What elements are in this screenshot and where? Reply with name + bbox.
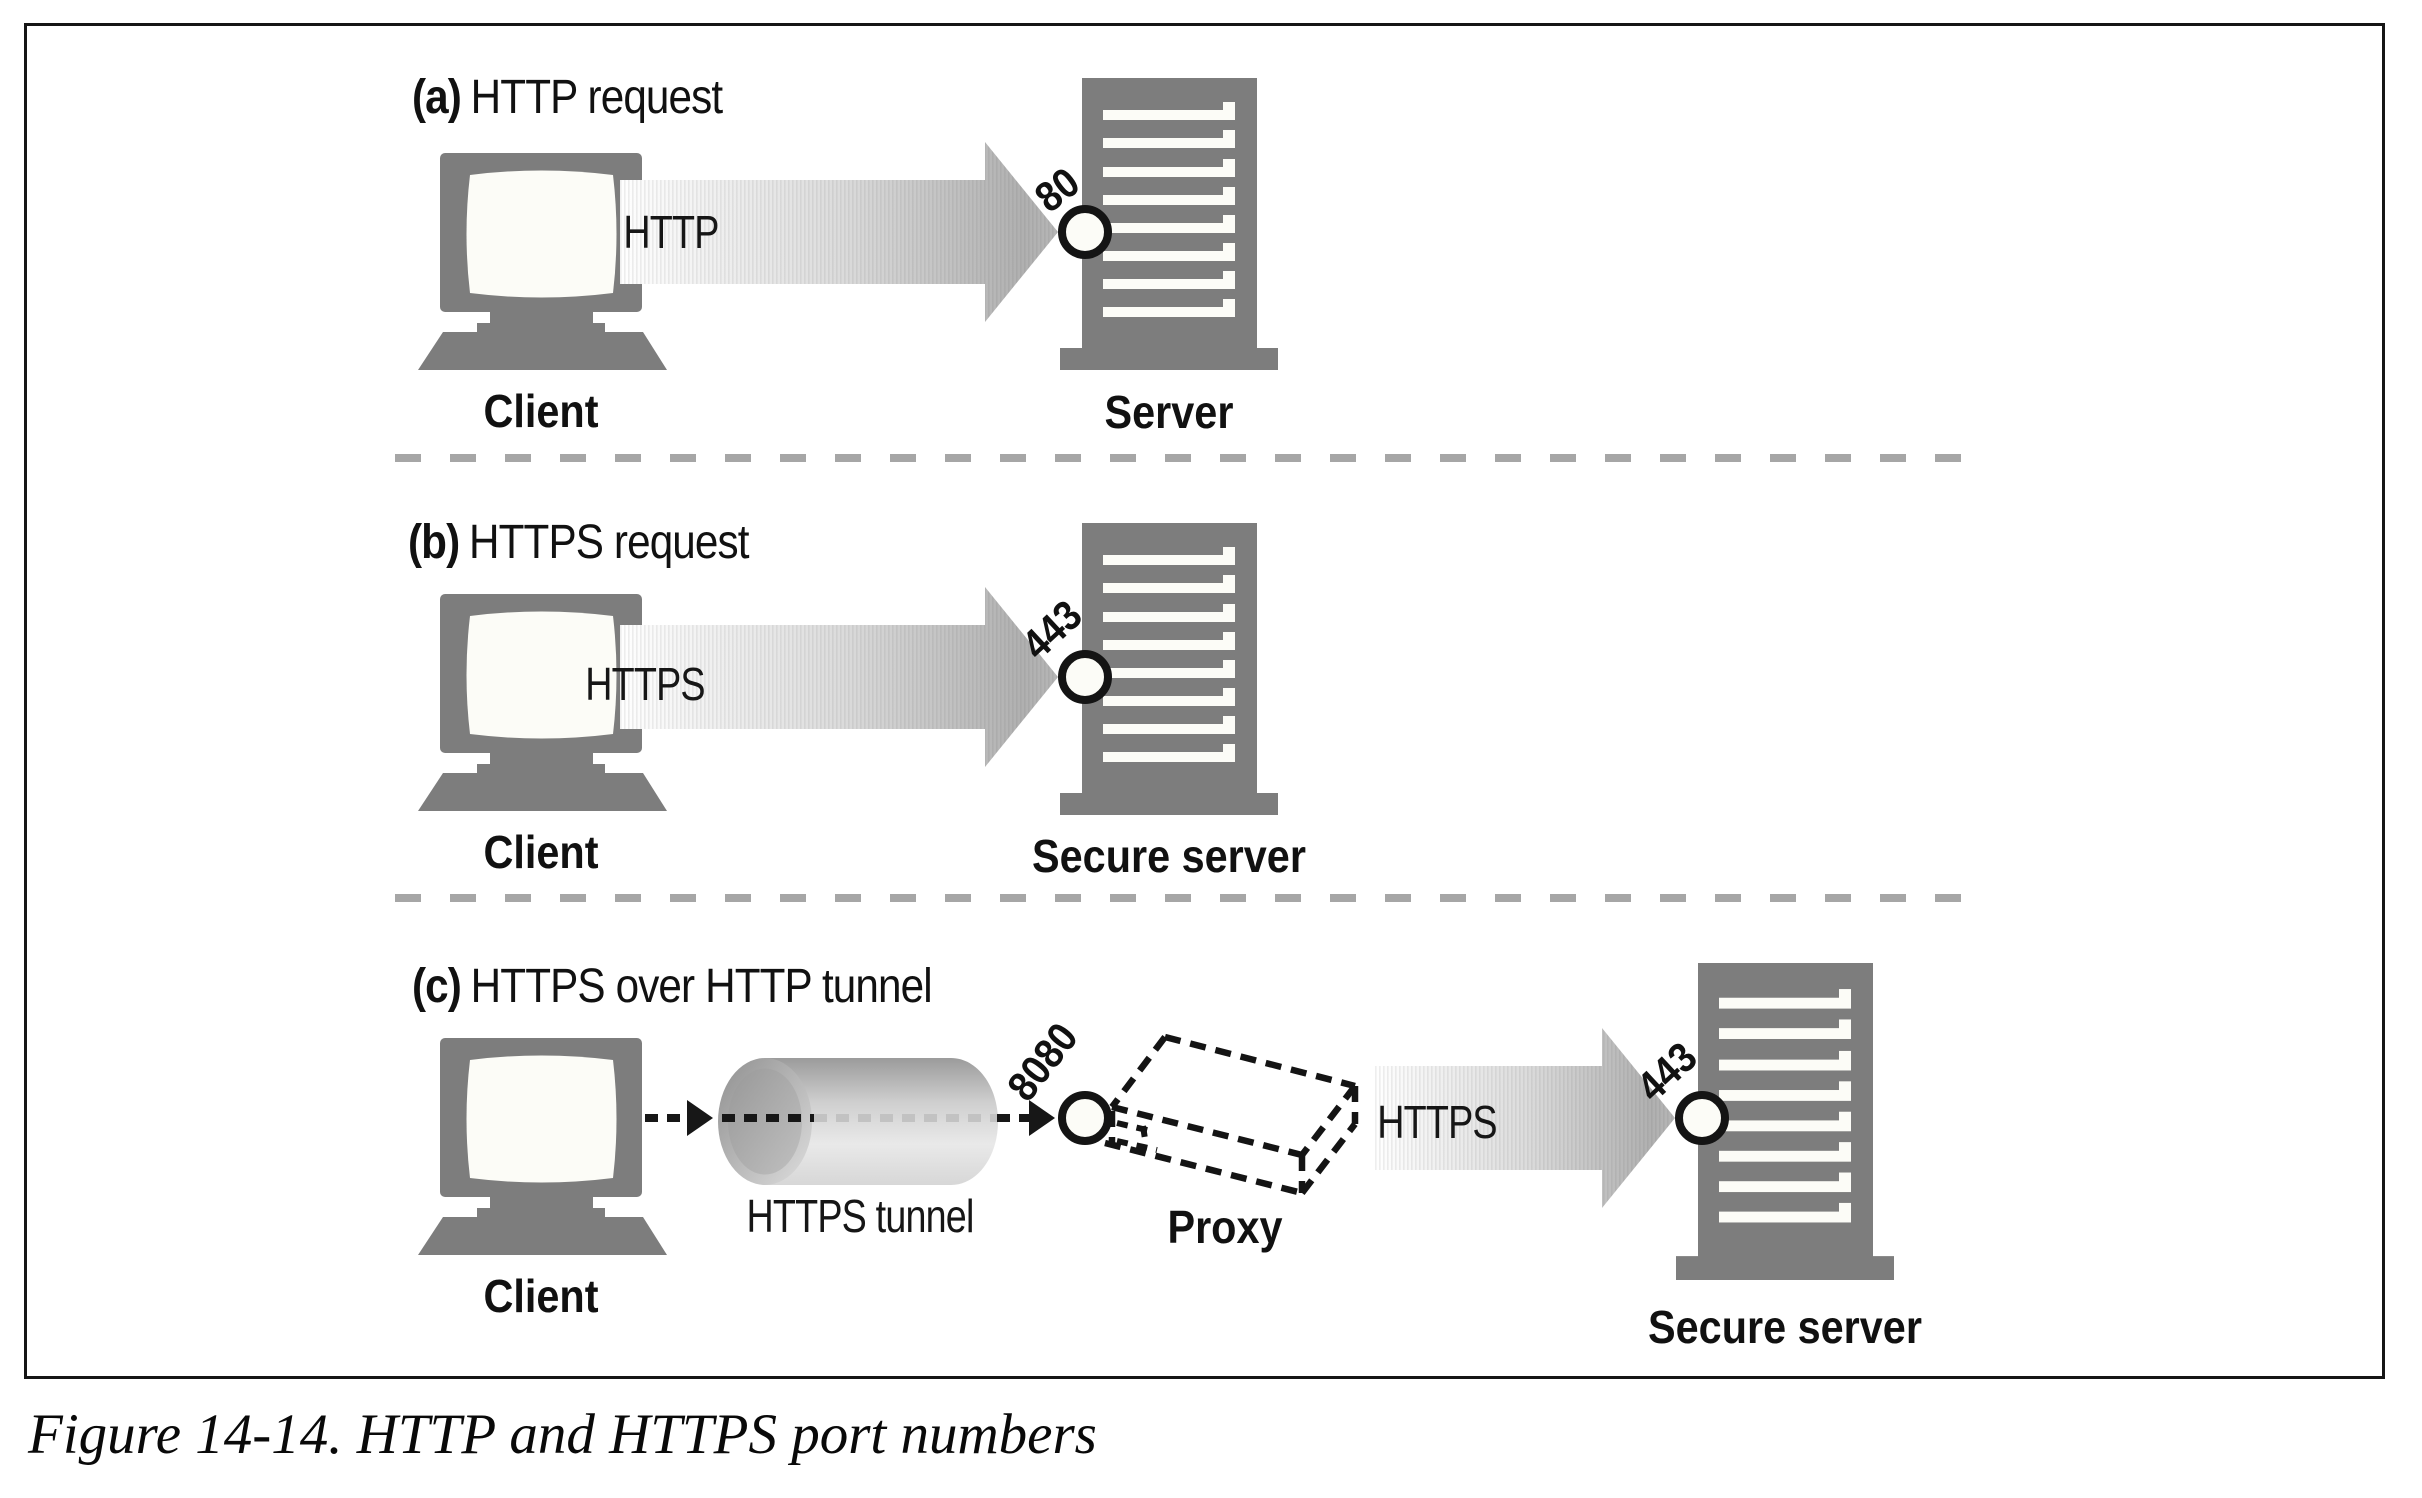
section-b-title-text: HTTPS request	[468, 516, 750, 569]
client-label: Client	[483, 385, 599, 437]
https-protocol-label: HTTPS	[1377, 1096, 1497, 1148]
section-divider-2	[395, 894, 1990, 902]
figure-border	[24, 23, 2385, 1379]
figure-caption: Figure 14-14. HTTP and HTTPS port number…	[28, 1403, 1097, 1466]
client-label: Client	[483, 826, 599, 878]
secure-server-label: Secure server	[1032, 830, 1306, 882]
port-443-circle	[1058, 650, 1112, 704]
section-divider-1	[395, 454, 1990, 462]
secure-server-label: Secure server	[1648, 1301, 1922, 1353]
section-a-tag: (a)	[412, 71, 462, 124]
port-443-circle	[1675, 1091, 1729, 1145]
dashed-arrow-icon	[997, 1100, 1055, 1136]
proxy-box-icon	[1104, 1033, 1359, 1197]
client-label: Client	[483, 1270, 599, 1322]
proxy-label: Proxy	[1167, 1201, 1283, 1253]
section-c-title: (c)HTTPS over HTTP tunnel	[412, 959, 933, 1014]
tunnel-dashed-line	[722, 1114, 814, 1122]
section-b-title: (b)HTTPS request	[408, 515, 750, 570]
server-label: Server	[1104, 386, 1234, 438]
http-protocol-label: HTTP	[623, 206, 719, 258]
client-computer-icon	[418, 1038, 667, 1255]
tunnel-dashed-line-inner	[814, 1114, 997, 1122]
section-a-title-text: HTTP request	[470, 71, 723, 124]
port-8080-circle	[1058, 1091, 1112, 1145]
section-b-tag: (b)	[408, 516, 460, 569]
https-protocol-label: HTTPS	[585, 658, 705, 710]
port-80-circle	[1058, 205, 1112, 259]
tunnel-label: HTTPS tunnel	[746, 1190, 974, 1242]
section-c-tag: (c)	[412, 960, 462, 1013]
section-a-title: (a)HTTP request	[412, 70, 723, 125]
dashed-arrow-icon	[645, 1100, 713, 1136]
section-c-title-text: HTTPS over HTTP tunnel	[470, 960, 933, 1013]
